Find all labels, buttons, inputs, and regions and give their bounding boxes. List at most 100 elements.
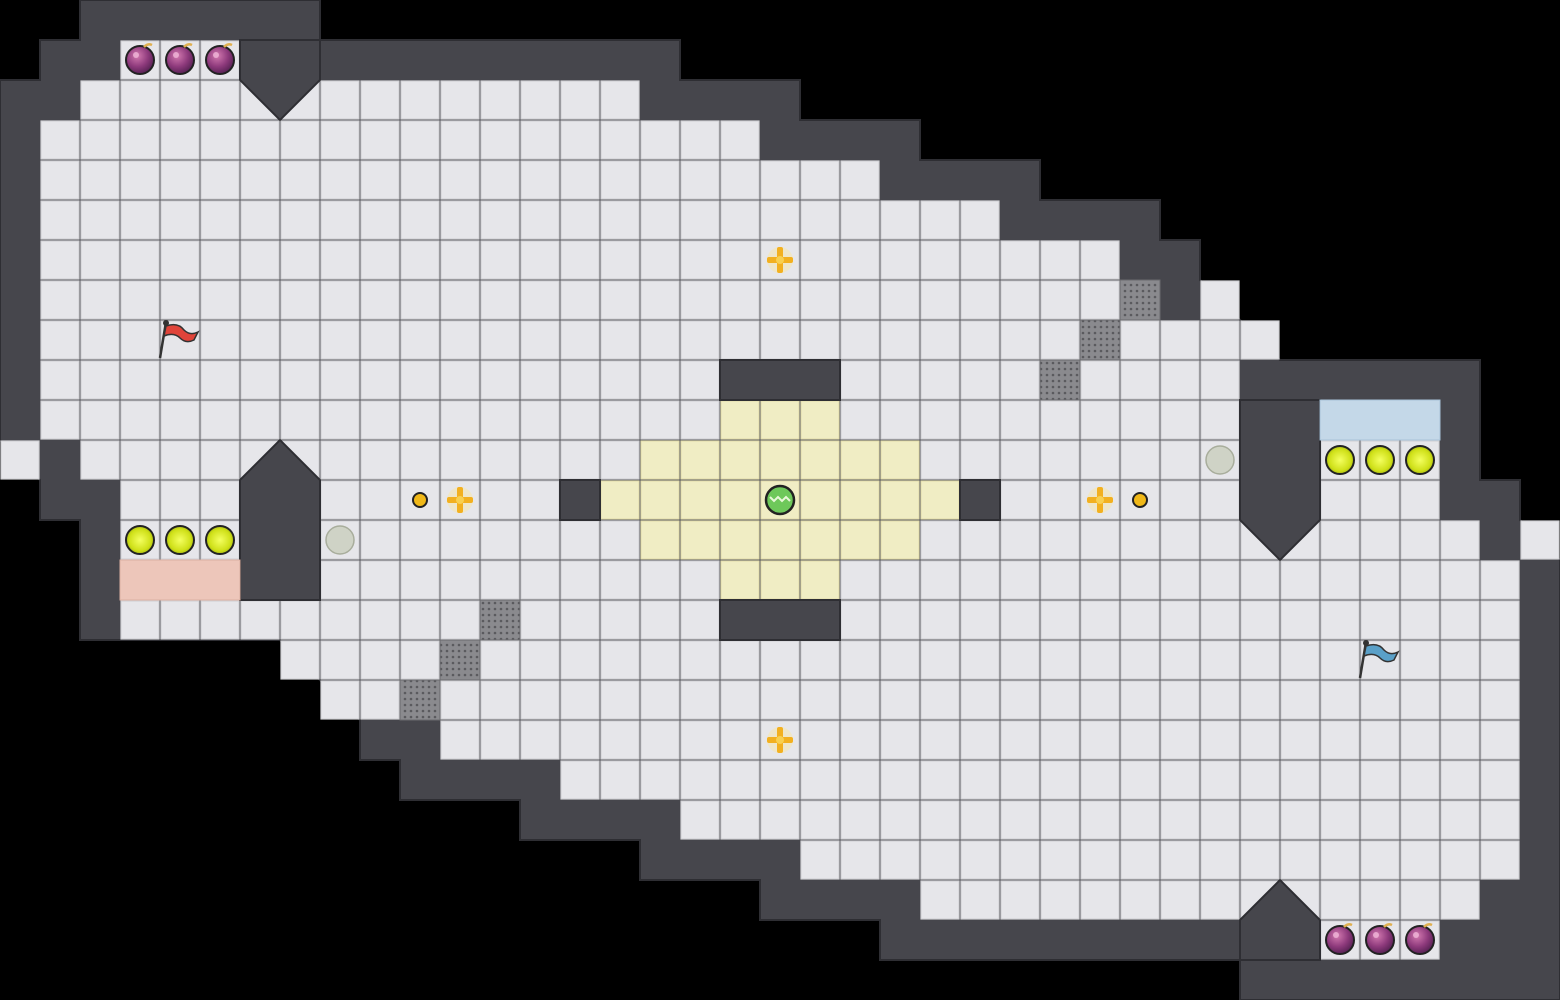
floor-tile <box>640 240 680 280</box>
floor-tile <box>480 320 520 360</box>
floor-tile <box>360 520 400 560</box>
floor-tile <box>1080 400 1120 440</box>
floor-tile <box>1360 880 1400 920</box>
floor-tile <box>1400 760 1440 800</box>
floor-tile <box>960 840 1000 880</box>
floor-tile <box>960 280 1000 320</box>
floor-tile <box>1240 600 1280 640</box>
floor-tile <box>1000 560 1040 600</box>
floor-tile <box>840 800 880 840</box>
floor-tile <box>120 240 160 280</box>
floor-tile <box>1160 360 1200 400</box>
floor-tile <box>600 560 640 600</box>
floor-tile <box>640 280 680 320</box>
floor-tile <box>600 120 640 160</box>
floor-tile <box>560 600 600 640</box>
floor-tile <box>1040 440 1080 480</box>
floor-tile <box>480 360 520 400</box>
floor-tile <box>40 200 80 240</box>
floor-tile <box>480 640 520 680</box>
floor-tile <box>160 200 200 240</box>
floor-tile <box>240 360 280 400</box>
floor-tile <box>680 560 720 600</box>
floor-tile <box>1440 680 1480 720</box>
floor-tile <box>1080 520 1120 560</box>
floor-tile <box>1120 560 1160 600</box>
red-flag-icon <box>158 320 200 359</box>
floor-tile <box>1000 520 1040 560</box>
floor-tile <box>800 840 840 880</box>
floor-tile <box>1040 560 1080 600</box>
floor-tile <box>80 240 120 280</box>
floor-tile <box>680 120 720 160</box>
bomb-icon <box>1405 923 1435 955</box>
floor-tile <box>240 200 280 240</box>
floor-tile <box>1120 840 1160 880</box>
floor-tile <box>880 560 920 600</box>
floor-tile <box>1160 400 1200 440</box>
floor-tile <box>1200 520 1240 560</box>
wall-notch-top-left <box>239 39 321 122</box>
floor-tile <box>1280 800 1320 840</box>
floor-tile <box>720 160 760 200</box>
floor-tile <box>280 160 320 200</box>
floor-tile <box>1240 720 1280 760</box>
floor-tile <box>880 760 920 800</box>
floor-tile <box>400 320 440 360</box>
floor-tile <box>960 680 1000 720</box>
floor-tile <box>1040 680 1080 720</box>
floor-tile <box>320 200 360 240</box>
floor-tile <box>1080 760 1120 800</box>
floor-tile <box>80 400 120 440</box>
floor-tile <box>560 560 600 600</box>
floor-tile <box>1080 640 1120 680</box>
floor-tile <box>320 640 360 680</box>
boost-zone-tile <box>680 440 720 480</box>
floor-tile <box>880 800 920 840</box>
floor-tile <box>320 440 360 480</box>
boost-zone-tile <box>800 520 840 560</box>
boost-pad-icon <box>205 525 235 555</box>
floor-tile <box>520 600 560 640</box>
floor-tile <box>1160 600 1200 640</box>
floor-tile <box>840 760 880 800</box>
boost-pad-icon <box>1405 445 1435 475</box>
floor-tile <box>520 520 560 560</box>
floor-tile <box>920 280 960 320</box>
floor-tile <box>840 160 880 200</box>
floor-tile <box>1360 760 1400 800</box>
floor-tile <box>480 80 520 120</box>
gate-button-icon <box>412 492 428 508</box>
floor-tile <box>1480 600 1520 640</box>
floor-tile <box>80 80 120 120</box>
floor-tile <box>520 720 560 760</box>
floor-tile <box>1000 320 1040 360</box>
floor-tile <box>600 640 640 680</box>
floor-tile <box>880 320 920 360</box>
floor-tile <box>1280 840 1320 880</box>
floor-tile <box>960 440 1000 480</box>
floor-tile <box>920 720 960 760</box>
map-objects <box>125 43 1435 955</box>
floor-tile <box>840 640 880 680</box>
floor-tile <box>160 240 200 280</box>
floor-tile <box>1160 800 1200 840</box>
floor-tile <box>640 600 680 640</box>
floor-tile <box>920 320 960 360</box>
floor-tile <box>840 720 880 760</box>
floor-tile <box>1360 800 1400 840</box>
floor-tile <box>600 240 640 280</box>
floor-tile <box>400 400 440 440</box>
floor-tile <box>880 240 920 280</box>
floor-tile <box>1160 760 1200 800</box>
boost-zone-tile <box>720 480 760 520</box>
boost-zone-tile <box>840 520 880 560</box>
floor-tile <box>1000 680 1040 720</box>
floor-tile <box>40 360 80 400</box>
floor-tile <box>520 400 560 440</box>
floor-tile <box>360 280 400 320</box>
floor-tile <box>560 240 600 280</box>
wall-notch-bottom-right <box>1239 878 1321 961</box>
center-boost-zone <box>600 400 960 600</box>
floor-tile <box>600 520 640 560</box>
